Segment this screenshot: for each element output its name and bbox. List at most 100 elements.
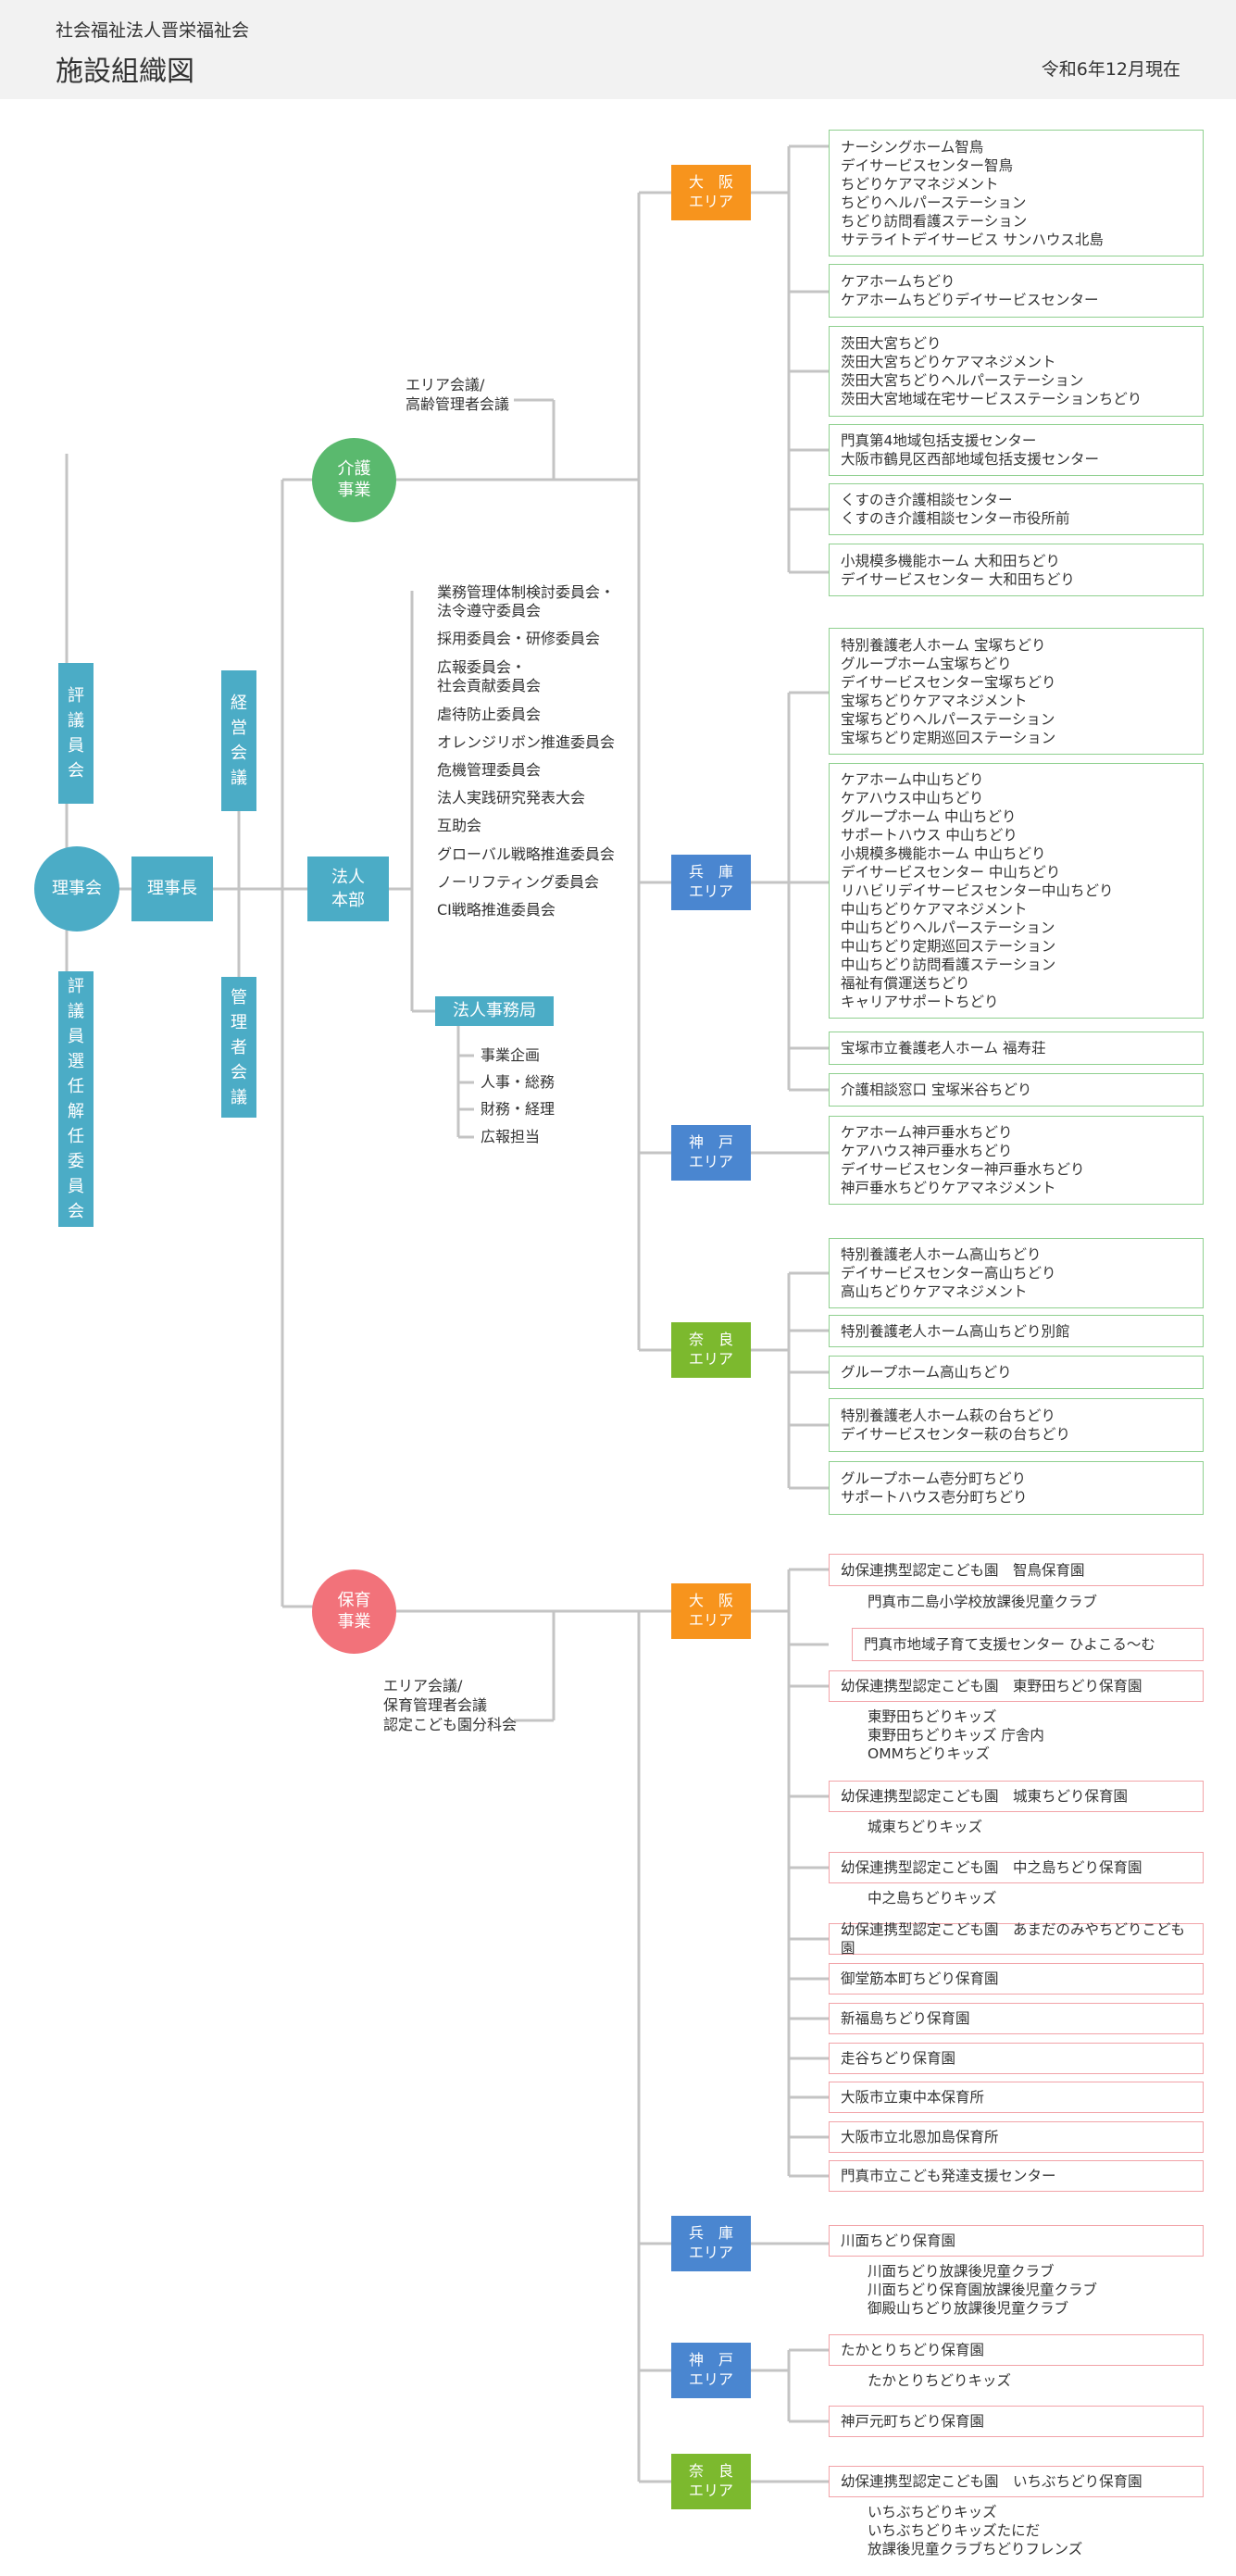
meeting-char: 議 [231,1087,247,1107]
facility-box: 門真市立こども発達支援センター [829,2160,1204,2192]
facility-children: 門真市二島小学校放課後児童クラブ [868,1594,1098,1610]
councilors-char: 評 [68,686,84,706]
meeting-char: 管 [231,987,247,1007]
facility-box: くすのき介護相談センター くすのき介護相談センター市役所前 [829,483,1204,535]
hoiku-area-hyogo: 兵 庫 エリア [671,2216,751,2271]
as-of-date: 令和6年12月現在 [1041,59,1180,80]
kaigo-business-circle: 介護 事業 [312,438,396,522]
department-item: 広報担当 [481,1128,541,1145]
facility-box: 新福島ちどり保育園 [829,2003,1204,2034]
headquarters-box: 法人 本部 [307,857,389,921]
facility-box: 特別養護老人ホーム高山ちどり デイサービスセンター高山ちどり 高山ちどりケアマネ… [829,1238,1204,1308]
corporate-office-box: 法人事務局 [435,996,554,1026]
facility-box: ケアホーム神戸垂水ちどり ケアハウス神戸垂水ちどり デイサービスセンター神戸垂水… [829,1116,1204,1205]
committee-char: 議 [68,1002,84,1021]
facility-box: グループホーム高山ちどり [829,1356,1204,1389]
committee-char: 任 [68,1077,84,1096]
facility-box: 御堂筋本町ちどり保育園 [829,1963,1204,1995]
kaigo-area-kobe: 神 戸 エリア [671,1125,751,1181]
committee-item: 虐待防止委員会 [437,706,542,723]
kaigo-area-osaka: 大 阪 エリア [671,165,751,220]
management-meeting-box: 経 営 会 議 [221,670,256,811]
committee-char: 選 [68,1052,84,1071]
facility-box: 幼保連携型認定こども園 あまだのみやちどりこども園 [829,1921,1204,1957]
facility-box: 幼保連携型認定こども園 いちぶちどり保育園 [829,2466,1204,2497]
meeting-char: 理 [231,1012,247,1032]
committee-item: 業務管理体制検討委員会・ 法令遵守委員会 [437,583,616,619]
committee-item: CI戦略推進委員会 [437,901,556,919]
facility-box: 幼保連携型認定こども園 城東ちどり保育園 [829,1781,1204,1812]
facility-children: 城東ちどりキッズ [868,1819,983,1835]
committee-char: 任 [68,1127,84,1146]
facility-box: 門真市地域子育て支援センター ひよこる〜む [852,1628,1204,1661]
facility-box: 特別養護老人ホーム高山ちどり別館 [829,1315,1204,1347]
department-item: 事業企画 [481,1046,541,1064]
committee-char: 員 [68,1177,84,1196]
hoiku-area-kobe: 神 戸 エリア [671,2343,751,2398]
board-circle: 理事会 [34,846,119,932]
committee-char: 会 [68,1202,84,1221]
facility-box: 茨田大宮ちどり 茨田大宮ちどりケアマネジメント 茨田大宮ちどりヘルパーステーショ… [829,326,1204,417]
page-header: 社会福祉法人晋栄福祉会 施設組織図 令和6年12月現在 [0,0,1236,99]
meeting-char: 会 [231,744,247,763]
committee-item: 採用委員会・研修委員会 [437,630,601,647]
facility-box: グループホーム壱分町ちどり サポートハウス壱分町ちどり [829,1461,1204,1515]
facility-box: 宝塚市立養護老人ホーム 福寿荘 [829,1032,1204,1065]
managers-meeting-box: 管 理 者 会 議 [221,977,256,1118]
facility-box: ケアホーム中山ちどり ケアハウス中山ちどり グループホーム 中山ちどり サポート… [829,763,1204,1019]
committee-char: 員 [68,1027,84,1046]
councilor-selection-committee-box: 評 議 員 選 任 解 任 委 員 会 [58,971,94,1227]
facility-box: ナーシングホーム智鳥 デイサービスセンター智鳥 ちどりケアマネジメント ちどりヘ… [829,130,1204,256]
committee-char: 評 [68,977,84,996]
facility-box: 幼保連携型認定こども園 中之島ちどり保育園 [829,1852,1204,1883]
meeting-char: 議 [231,769,247,788]
hoiku-area-nara: 奈 良 エリア [671,2454,751,2509]
committee-item: 危機管理委員会 [437,761,542,779]
councilors-char: 員 [68,736,84,756]
facility-children: 川面ちどり放課後児童クラブ 川面ちどり保育園放課後児童クラブ 御殿山ちどり放課後… [868,2263,1098,2317]
facility-box: 特別養護老人ホーム 宝塚ちどり グループホーム宝塚ちどり デイサービスセンター宝… [829,628,1204,755]
department-item: 財務・経理 [481,1100,556,1118]
committee-item: グローバル戦略推進委員会 [437,845,615,863]
committee-item: オレンジリボン推進委員会 [437,733,616,751]
organization-name: 社会福祉法人晋栄福祉会 [56,20,250,41]
kaigo-area-hyogo: 兵 庫 エリア [671,855,751,910]
committee-char: 委 [68,1152,84,1171]
hoiku-meeting-label: エリア会議/ 保育管理者会議 認定こども園分科会 [383,1677,518,1733]
councilors-char: 議 [68,711,84,731]
committee-item: ノーリフティング委員会 [437,873,600,891]
facility-children: 東野田ちどりキッズ 東野田ちどりキッズ 庁舎内 OMMちどりキッズ [868,1708,1044,1762]
facility-box: 神戸元町ちどり保育園 [829,2406,1204,2437]
chairman-box: 理事長 [131,857,213,921]
department-item: 人事・総務 [481,1073,556,1091]
hoiku-area-osaka: 大 阪 エリア [671,1583,751,1639]
hoiku-business-circle: 保育 事業 [312,1569,396,1654]
councilors-char: 会 [68,761,84,781]
committee-item: 互助会 [437,817,482,834]
committee-item: 法人実践研究発表大会 [437,789,586,807]
facility-box: 幼保連携型認定こども園 智鳥保育園 [829,1554,1204,1586]
meeting-char: 営 [231,719,247,738]
facility-box: ケアホームちどり ケアホームちどりデイサービスセンター [829,264,1204,318]
meeting-char: 経 [231,694,247,713]
kaigo-meeting-label: エリア会議/ 高齢管理者会議 [406,376,510,413]
facility-children: いちぶちどりキッズ いちぶちどりキッズたにだ 放課後児童クラブちどりフレンズ [868,2504,1083,2557]
kaigo-area-nara: 奈 良 エリア [671,1322,751,1378]
facility-box: 門真第4地域包括支援センター 大阪市鶴見区西部地域包括支援センター [829,424,1204,476]
facility-box: 大阪市立北恩加島保育所 [829,2121,1204,2153]
facility-box: 介護相談窓口 宝塚米谷ちどり [829,1073,1204,1107]
facility-children: たかとりちどりキッズ [868,2372,1012,2389]
facility-children: 中之島ちどりキッズ [868,1890,997,1907]
facility-box: 小規模多機能ホーム 大和田ちどり デイサービスセンター 大和田ちどり [829,544,1204,596]
meeting-char: 会 [231,1062,247,1082]
committee-item: 広報委員会・ 社会貢献委員会 [437,658,542,694]
facility-box: 幼保連携型認定こども園 東野田ちどり保育園 [829,1670,1204,1702]
councilors-box: 評 議 員 会 [58,663,94,804]
facility-box: 大阪市立東中本保育所 [829,2082,1204,2113]
facility-box: 特別養護老人ホーム萩の台ちどり デイサービスセンター萩の台ちどり [829,1398,1204,1452]
committee-char: 解 [68,1102,84,1121]
meeting-char: 者 [231,1037,247,1057]
facility-box: 川面ちどり保育園 [829,2225,1204,2257]
facility-box: 走谷ちどり保育園 [829,2043,1204,2074]
facility-box: たかとりちどり保育園 [829,2334,1204,2366]
